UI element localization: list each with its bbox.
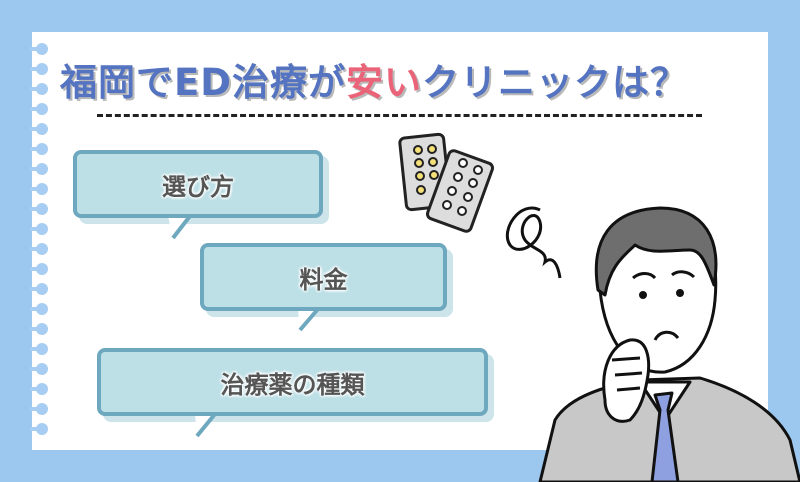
title-highlight: 安い bbox=[346, 61, 422, 104]
worried-businessman bbox=[538, 206, 800, 482]
ring-hole bbox=[30, 323, 48, 335]
ring-hole bbox=[30, 83, 48, 95]
ring-hole bbox=[30, 63, 48, 75]
bubble-drug-types: 治療薬の種類 bbox=[97, 348, 488, 416]
pill-blister-pack-icon bbox=[398, 132, 495, 233]
confused-scribble-icon bbox=[505, 206, 562, 279]
title-text: 福岡でED治療が bbox=[60, 61, 346, 104]
ring-hole bbox=[30, 423, 48, 435]
ring-hole bbox=[30, 43, 48, 55]
ring-hole bbox=[30, 283, 48, 295]
title-text-end: クリニックは？ bbox=[422, 61, 688, 104]
ring-hole bbox=[30, 183, 48, 195]
bubble-how-to-choose: 選び方 bbox=[73, 150, 323, 218]
bubble-tail bbox=[195, 412, 217, 438]
ring-hole bbox=[30, 243, 48, 255]
ring-hole bbox=[30, 303, 48, 315]
ring-hole bbox=[30, 343, 48, 355]
bubble-label: 治療薬の種類 bbox=[220, 370, 365, 399]
bubble-label: 料金 bbox=[299, 265, 348, 294]
bubble-label: 選び方 bbox=[162, 172, 234, 201]
bubble-tail bbox=[298, 307, 320, 332]
ring-hole bbox=[30, 143, 48, 155]
page-title: 福岡でED治療が安いクリニックは？ bbox=[60, 52, 688, 106]
dashed-divider bbox=[97, 114, 702, 117]
ring-hole bbox=[30, 123, 48, 135]
ring-hole bbox=[30, 263, 48, 275]
ring-hole bbox=[30, 203, 48, 215]
ring-hole bbox=[30, 383, 48, 395]
ring-hole bbox=[30, 103, 48, 115]
ring-hole bbox=[30, 163, 48, 175]
ring-hole bbox=[30, 363, 48, 375]
ring-hole bbox=[30, 223, 48, 235]
bubble-price: 料金 bbox=[200, 243, 447, 311]
bubble-tail bbox=[168, 214, 192, 240]
ring-hole bbox=[30, 403, 48, 415]
